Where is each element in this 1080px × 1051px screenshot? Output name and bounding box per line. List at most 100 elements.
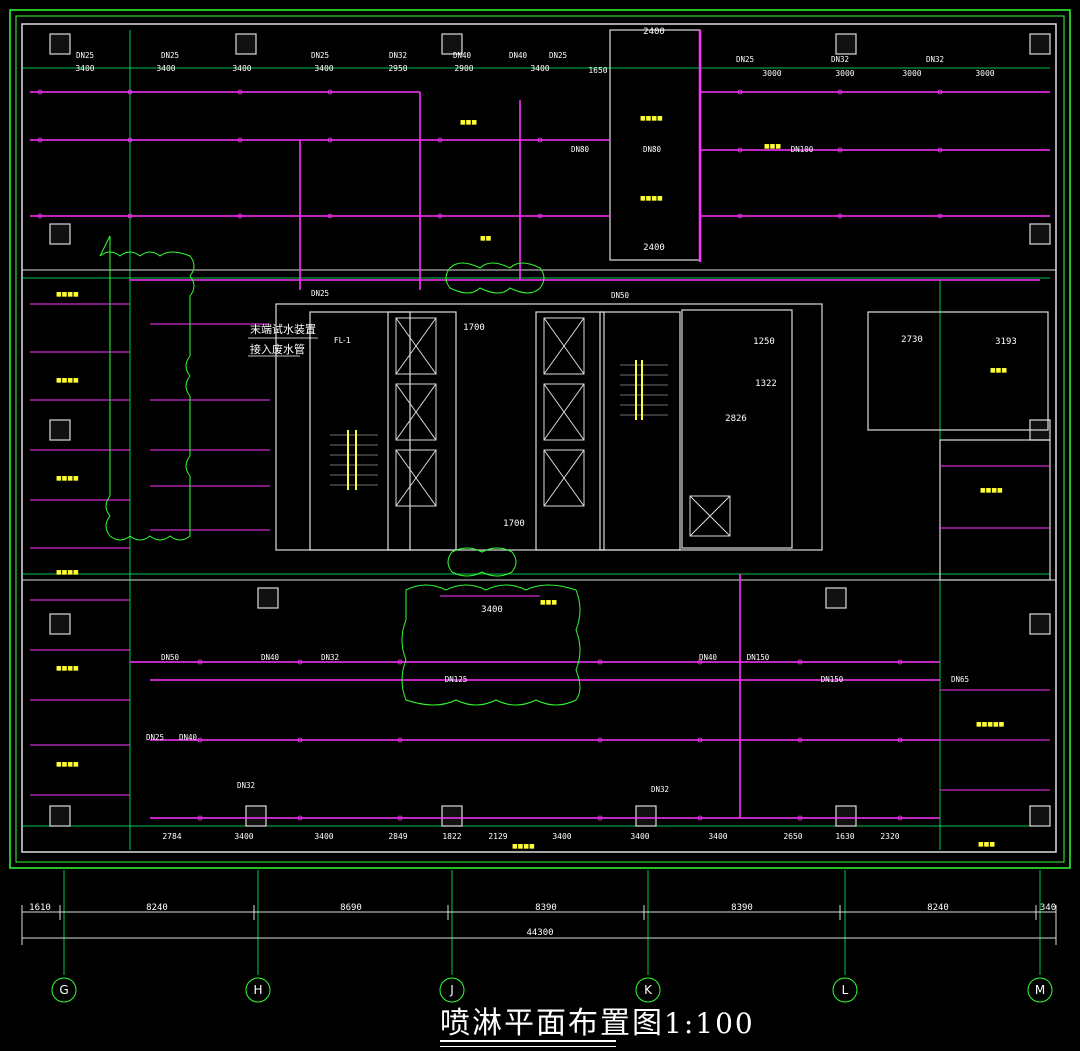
svg-text:■■■■: ■■■■ [56,761,79,768]
grid-bubbles [51,977,1053,1003]
elevator-shafts [395,317,731,537]
grid-bubble-g [51,977,77,1003]
bay-dimension-labels: 1610 8240 8690 8390 8390 8240 340 44300 [29,903,1056,938]
spacing-label: 3400 [232,64,251,73]
svg-text:■■: ■■ [480,235,492,242]
core-dim: 1250 [753,337,775,347]
svg-text:■■■■: ■■■■ [640,195,663,202]
bay-dim-2: 8240 [146,903,168,913]
pipe-label: DN32 [926,55,944,64]
pipe-label: DN25 [736,55,754,64]
spacing-label: 3400 [552,832,571,841]
pipe-label: DN25 [161,51,179,60]
pipe-label: DN25 [311,51,329,60]
spacing-label: 2650 [783,832,802,841]
core-dim: 3193 [995,337,1017,347]
bay-dim-3: 8690 [340,903,362,913]
core-dimension-labels: 1700 1700 3400 2400 2400 1250 1322 2826 … [463,27,1017,615]
room-annotations: ■■■■■■■■ ■■■■■■■■■■■■ ■■■■■■■■■■■■ ■■■■■… [56,115,1007,850]
spacing-label: 3000 [762,69,781,78]
grid-bubble-h [245,977,271,1003]
svg-text:■■■: ■■■ [540,599,557,606]
pipe-label: DN32 [651,785,669,794]
spacing-label: 3400 [630,832,649,841]
drawing-title: 喷淋平面布置图1:100 [440,998,753,1044]
pipe-label: DN150 [747,653,770,662]
spacing-labels-top: 3400 3400 3400 3400 2950 2900 3400 1650 … [75,64,994,78]
stairs [347,360,643,490]
pipe-label: DN25 [76,51,94,60]
overall-dimension: 44300 [526,928,553,938]
core-dim: 2400 [643,243,665,253]
pipe-label: DN50 [611,291,630,300]
drawing-scale: 1:100 [664,1007,755,1040]
grid-bubble-j [439,977,465,1003]
pipe-label: DN32 [389,51,407,60]
bay-dim-1: 1610 [29,903,51,913]
overall-dimension-chain [21,905,1057,945]
spacing-label: 1630 [835,832,854,841]
spacing-label: 3400 [156,64,175,73]
svg-text:■■■■: ■■■■ [56,569,79,576]
core-dim: 2400 [643,27,665,37]
grid-bubble-labels: G H J K L M [59,983,1045,997]
spacing-label: 2129 [488,832,507,841]
pipe-label: DN40 [509,51,528,60]
spacing-label: 3000 [835,69,854,78]
grid-bubble-k [635,977,661,1003]
pipe-label: DN40 [179,733,198,742]
spacing-label: 2900 [454,64,473,73]
pipe-label: DN32 [237,781,255,790]
svg-text:■■■: ■■■ [990,367,1007,374]
spacing-label: 2849 [388,832,407,841]
interior-walls [275,29,1051,581]
pipe-label: DN25 [549,51,567,60]
grid-label-g: G [59,983,68,997]
spacing-label: 3400 [75,64,94,73]
grid-bubble-l [832,977,858,1003]
spacing-label: 1650 [588,66,607,75]
bay-dim-6: 8240 [927,903,949,913]
grid-label-l: L [842,983,849,997]
pipe-label: DN40 [453,51,472,60]
svg-text:■■■■: ■■■■ [56,665,79,672]
pipe-label: DN65 [951,675,969,684]
core-dim: 2826 [725,414,747,424]
pipe-label: DN100 [791,145,814,154]
spacing-label: 3000 [902,69,921,78]
bay-dim-4: 8390 [535,903,557,913]
spacing-label: 1822 [442,832,461,841]
test-drain-note: 末端试水装置 [250,322,316,336]
svg-text:■■■■: ■■■■ [56,475,79,482]
spacing-label: 3000 [975,69,994,78]
bay-dim-7: 340 [1040,903,1056,913]
grid-label-m: M [1035,983,1045,997]
svg-text:■■■■■: ■■■■■ [976,721,1005,728]
pipe-label: DN80 [571,145,590,154]
pipe-label: DN150 [821,675,844,684]
annotation-labels: 末端试水装置 接入废水管 FL-1 [250,322,351,356]
spacing-labels-bottom: 2784 3400 3400 2849 1822 2129 3400 3400 … [162,832,899,841]
spacing-label: 2950 [388,64,407,73]
svg-text:■■■■: ■■■■ [512,843,535,850]
dimension-guides [22,30,1050,850]
spacing-label: 3400 [314,832,333,841]
title-underline-thin [440,1046,616,1047]
grid-label-h: H [253,983,262,997]
spacing-label: 2784 [162,832,181,841]
pipe-label: DN80 [643,145,662,154]
core-dim: 3400 [481,605,503,615]
pipe-tag: FL-1 [334,336,351,345]
pipe-size-labels: DN25 DN25 DN25 DN32 DN40 DN40 DN25 DN25 … [76,51,969,794]
pipe-label: DN40 [261,653,280,662]
sprinkler-mains [30,91,1050,819]
pipe-label: DN32 [321,653,339,662]
waste-pipe-note: 接入废水管 [250,342,305,356]
sprinkler-branches [30,303,1050,796]
pipe-label: DN25 [146,733,164,742]
core-dim: 1700 [503,519,525,529]
pipe-label: DN32 [831,55,849,64]
bay-dim-5: 8390 [731,903,753,913]
building-outline [9,9,1071,869]
spacing-label: 3400 [708,832,727,841]
